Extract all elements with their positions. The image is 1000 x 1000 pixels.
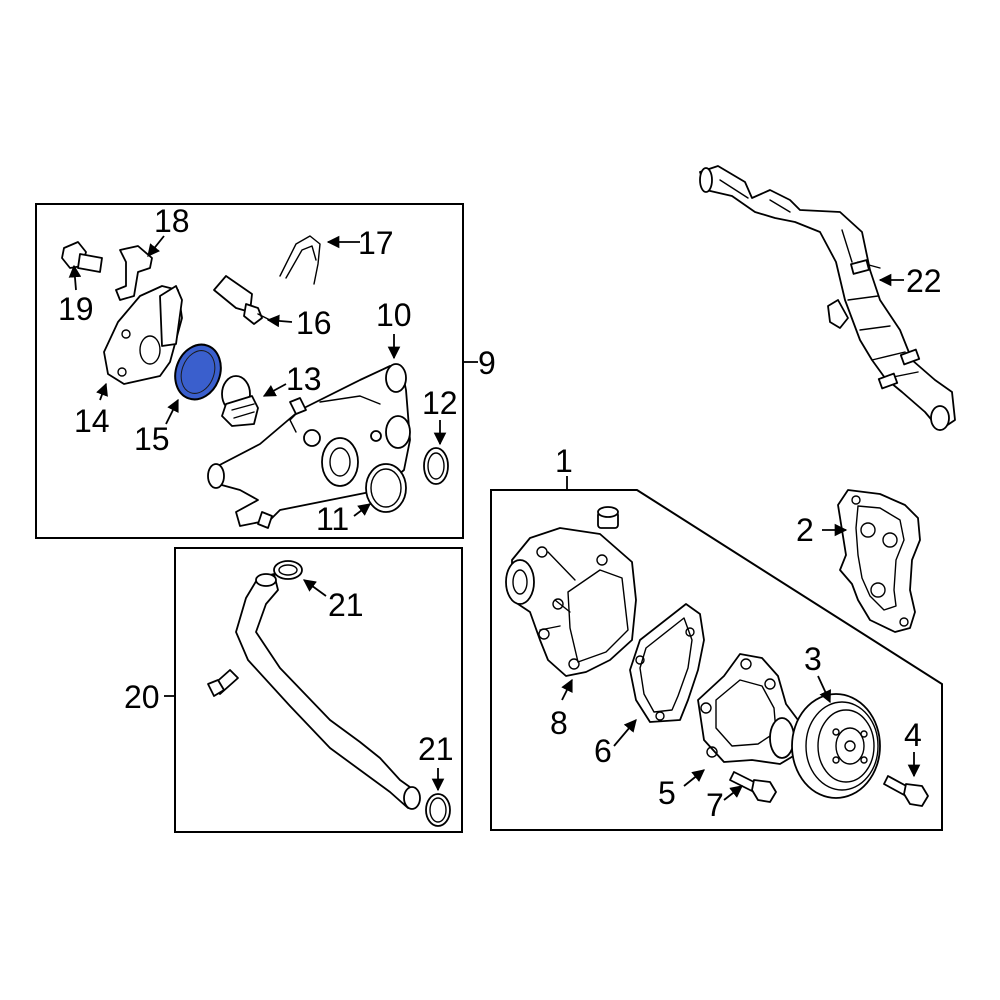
callout-21-upper: 21: [328, 587, 364, 623]
coolant-hose-assembly[interactable]: [699, 165, 956, 431]
callout-6: 6: [594, 733, 612, 769]
callout-15: 15: [134, 421, 170, 457]
temperature-sensor[interactable]: [213, 275, 271, 325]
callout-1: 1: [555, 443, 573, 479]
thermostat[interactable]: [221, 375, 259, 427]
callout-12: 12: [422, 385, 458, 421]
housing-o-ring[interactable]: [365, 463, 407, 513]
callout-19: 19: [58, 291, 94, 327]
water-pump-gasket[interactable]: [837, 489, 921, 633]
callout-16: 16: [296, 305, 332, 341]
callout-11: 11: [316, 501, 349, 537]
water-outlet[interactable]: [103, 285, 183, 385]
callout-9: 9: [478, 345, 496, 381]
callout-14: 14: [74, 403, 110, 439]
callout-10: 10: [376, 297, 412, 333]
callout-4: 4: [904, 717, 922, 753]
water-pump-bolt[interactable]: [729, 771, 777, 803]
callout-5: 5: [658, 775, 676, 811]
coolant-pipe-group-box: [174, 547, 463, 833]
callout-17: 17: [358, 225, 394, 261]
thermostat-housing-group-box: [35, 203, 464, 539]
callout-labels: 1 2 3 4 5 6 7 8 9 10 11 12 13 14 15 16 1…: [58, 203, 942, 823]
retaining-clip[interactable]: [279, 235, 321, 285]
thermostat-seal-highlighted[interactable]: [168, 338, 228, 406]
callout-2: 2: [796, 512, 814, 548]
mounting-bracket[interactable]: [115, 245, 153, 301]
callout-13: 13: [286, 361, 322, 397]
dowel-sleeve[interactable]: [597, 506, 619, 529]
leader-lines: [68, 235, 921, 801]
pipe-o-ring-lower[interactable]: [425, 793, 451, 827]
bracket-bolt[interactable]: [61, 241, 103, 273]
water-pump[interactable]: [697, 653, 801, 765]
housing-seal[interactable]: [423, 447, 449, 485]
water-pump-pulley[interactable]: [791, 693, 881, 799]
callout-22: 22: [906, 263, 942, 299]
callout-21-lower: 21: [418, 731, 454, 767]
callout-18: 18: [154, 203, 190, 239]
thermostat-housing[interactable]: [207, 363, 411, 529]
callout-3: 3: [804, 641, 822, 677]
pulley-bolt[interactable]: [883, 775, 929, 807]
callout-20: 20: [124, 679, 160, 715]
water-pump-housing[interactable]: [505, 527, 637, 677]
callout-7: 7: [706, 787, 724, 823]
water-pump-group-box: [490, 489, 943, 831]
coolant-pipe[interactable]: [207, 573, 421, 810]
water-pump-gasket-small[interactable]: [629, 603, 705, 723]
callout-8: 8: [550, 705, 568, 741]
pipe-o-ring-upper[interactable]: [273, 560, 303, 580]
